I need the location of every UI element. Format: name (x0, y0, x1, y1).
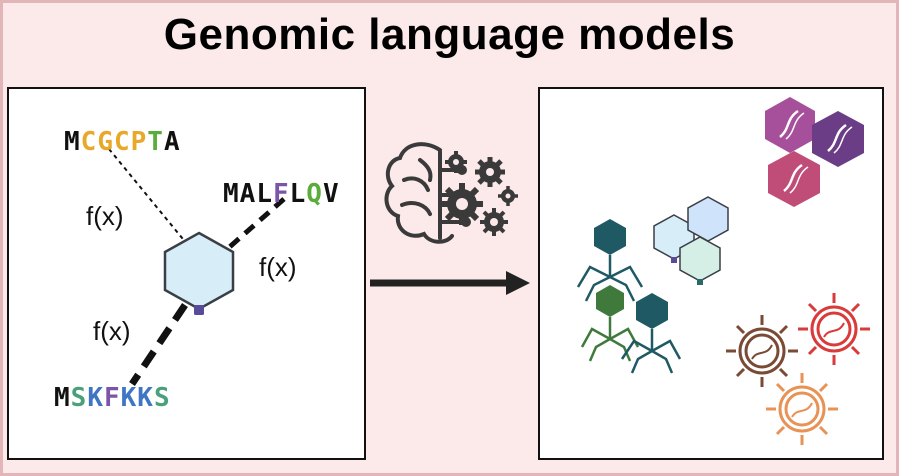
residue-letter: T (147, 127, 164, 157)
function-label-right: f(x) (259, 252, 297, 282)
residue-letter: A (163, 127, 181, 157)
residue-letter: G (97, 127, 114, 157)
connector-bottom (129, 303, 188, 386)
residue-letter: K (120, 383, 138, 413)
sequence-panel: MCGCPTA MALFLQV MSKFKKS f(x) f(x) f(x) (7, 87, 366, 460)
residue-letter: M (64, 127, 81, 157)
residue-letter: M (54, 383, 71, 413)
residue-letter: Q (306, 179, 323, 209)
residue-letter: A (239, 179, 257, 209)
bacteriophage-icon (620, 293, 682, 374)
coronavirus-icon (766, 373, 838, 445)
protein-cluster-icon (653, 196, 729, 285)
residue-letter: S (153, 383, 171, 413)
residue-letter: P (130, 127, 148, 157)
residue-letter: S (70, 383, 88, 413)
sequence-top: MCGCPTA (64, 127, 181, 157)
coronavirus-icon (798, 293, 870, 365)
residue-letter: L (289, 179, 307, 209)
capsid-violet-icon (812, 111, 864, 167)
residue-letter: F (272, 179, 290, 209)
sequence-diagram (108, 148, 286, 386)
residue-letter: V (322, 179, 340, 209)
protein-hexagon-icon (163, 231, 235, 315)
capsid-pink-icon (768, 151, 820, 207)
output-panel (538, 87, 884, 460)
residue-letter: L (256, 179, 273, 209)
residue-letter: F (103, 383, 121, 413)
connector-right (223, 197, 286, 253)
sequence-right: MALFLQV (223, 179, 340, 209)
coronavirus-icon (726, 315, 798, 387)
residue-letter: C (113, 127, 131, 157)
residue-letter: C (80, 127, 98, 157)
residue-letter: K (87, 383, 104, 413)
bacteriophage-icon (576, 219, 644, 302)
function-label-bottom: f(x) (93, 316, 131, 346)
function-label-top: f(x) (86, 201, 124, 231)
output-diagram (576, 97, 870, 445)
figure-title: Genomic language models (163, 10, 736, 59)
sequence-bottom: MSKFKKS (54, 383, 171, 413)
residue-letter: M (223, 179, 240, 209)
residue-letter: K (137, 383, 154, 413)
capsid-purple-icon (765, 97, 815, 153)
bacteriophage-icon (580, 285, 640, 362)
